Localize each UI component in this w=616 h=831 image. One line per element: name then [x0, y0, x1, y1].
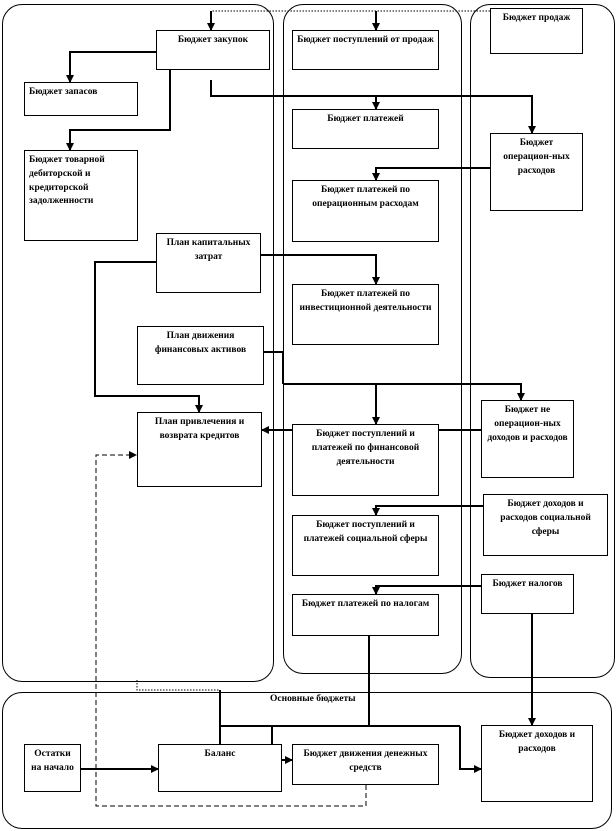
node-byudzhet-prodazh: Бюджет продаж: [490, 8, 583, 54]
node-byudzhet-debitorskoy: Бюджет товарной дебиторской и кредиторск…: [24, 150, 138, 241]
node-byudzhet-zakupok: Бюджет закупок: [156, 30, 270, 70]
lane-middle: [283, 4, 462, 674]
node-byudzhet-oper-rashodov: Бюджет операцион-ных расходов: [490, 133, 583, 211]
node-byudzhet-dohodov-soc: Бюджет доходов и расходов социальной сфе…: [483, 494, 608, 556]
node-byudzhet-nalogov: Бюджет налогов: [481, 574, 574, 614]
node-plan-privlecheniya: План привлечения и возврата кредитов: [137, 412, 262, 487]
node-byudzhet-platezhey-nalogi: Бюджет платежей по налогам: [292, 594, 439, 636]
node-byudzhet-dohodov-rashodov: Бюджет доходов и расходов: [481, 725, 593, 802]
main-budgets-caption: Основные бюджеты: [270, 694, 356, 704]
node-byudzhet-fin-deyat: Бюджет поступлений и платежей по финансо…: [292, 424, 439, 496]
node-byudzhet-dvizheniya-ds: Бюджет движения денежных средств: [292, 744, 439, 785]
node-balans: Баланс: [158, 744, 282, 792]
node-ostatki: Остатки на начало: [24, 744, 81, 792]
node-byudzhet-postupleniy-prodazh: Бюджет поступлений от продаж: [292, 30, 439, 70]
node-byudzhet-zapasov: Бюджет запасов: [24, 82, 138, 116]
lane-left: [2, 4, 274, 682]
node-byudzhet-platezhey-oper: Бюджет платежей по операционным расходам: [292, 180, 439, 242]
node-byudzhet-soc-sfery: Бюджет поступлений и платежей социальной…: [292, 515, 439, 576]
lane-main-budgets: [2, 692, 612, 829]
node-byudzhet-platezhey-invest: Бюджет платежей по инвестиционной деятел…: [292, 284, 439, 345]
node-plan-dvizheniya-fin: План движения финансовых активов: [137, 326, 264, 385]
node-plan-kapitalnyh: План капитальных затрат: [156, 233, 261, 293]
lane-right: [470, 4, 615, 678]
node-byudzhet-neoper: Бюджет не операцион-ных доходов и расход…: [481, 400, 574, 478]
node-byudzhet-platezhey: Бюджет платежей: [292, 109, 439, 149]
